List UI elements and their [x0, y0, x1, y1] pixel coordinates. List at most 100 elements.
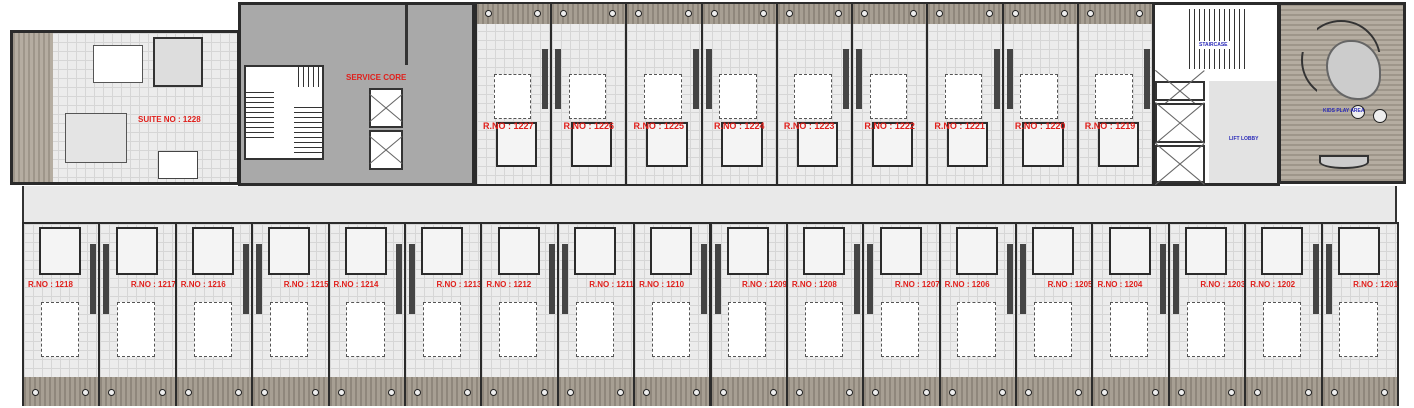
bathroom: [192, 227, 235, 275]
chair-icon: [413, 389, 421, 396]
bed: [728, 302, 767, 357]
east-lift-3: [1155, 145, 1205, 183]
guest-room: R.NO : 1214: [327, 222, 406, 406]
chair-icon: [609, 10, 617, 17]
bed: [944, 74, 983, 119]
chair-icon: [710, 10, 718, 17]
east-core: STAIRCASE LIFT LOBBY: [1152, 2, 1280, 186]
bed: [117, 302, 156, 357]
guest-room: R.NO : 1213: [403, 222, 483, 406]
room-number: R.NO : 1210: [639, 280, 685, 289]
chair-icon: [922, 389, 930, 396]
bathroom: [646, 122, 688, 167]
wardrobe: [843, 49, 850, 109]
bathroom: [796, 122, 839, 167]
bed: [1110, 302, 1149, 357]
guest-room: R.NO : 1222: [851, 2, 929, 186]
wardrobe: [395, 244, 402, 314]
bathroom: [803, 227, 846, 275]
wardrobe: [1172, 244, 1179, 314]
bed: [1033, 302, 1073, 357]
chair-icon: [769, 389, 777, 396]
room-number: R.NO : 1215: [283, 280, 329, 289]
bathroom: [1022, 122, 1064, 167]
chair-icon: [684, 10, 692, 17]
lift-lobby: LIFT LOBBY: [1209, 81, 1277, 183]
chair-icon: [560, 10, 568, 17]
chair-icon: [158, 389, 166, 396]
balcony: [1003, 4, 1077, 24]
guest-room: R.NO : 1211: [556, 222, 636, 406]
bathroom: [650, 227, 693, 275]
bathroom: [571, 122, 613, 167]
chair-icon: [985, 10, 993, 17]
bathroom: [1337, 227, 1380, 275]
chair-icon: [1330, 389, 1338, 396]
chair-icon: [861, 10, 869, 17]
chair-icon: [635, 10, 643, 17]
chair-icon: [910, 10, 918, 17]
bathroom: [1108, 227, 1151, 275]
wardrobe: [867, 244, 874, 314]
chair-icon: [719, 389, 727, 396]
wardrobe: [993, 49, 1000, 109]
balcony: [627, 4, 701, 24]
bed: [422, 302, 461, 357]
room-number: R.NO : 1205: [1047, 280, 1093, 289]
guest-room: R.NO : 1224: [700, 2, 778, 186]
wardrobe: [1006, 49, 1013, 109]
wardrobe: [408, 244, 415, 314]
service-stair: [244, 65, 324, 160]
guest-room: R.NO : 1202: [1244, 222, 1323, 406]
chair-icon: [184, 389, 192, 396]
wardrobe: [561, 244, 568, 314]
wardrobe: [542, 49, 549, 109]
chair-icon: [485, 10, 492, 17]
room-number: R.NO : 1224: [713, 121, 765, 131]
bed: [1186, 302, 1225, 357]
balcony: [477, 4, 551, 24]
guest-room: R.NO : 1207: [862, 222, 941, 406]
bed: [1339, 302, 1378, 357]
chair-icon: [846, 389, 854, 396]
guest-room: R.NO : 1204: [1091, 222, 1170, 406]
chair-icon: [337, 389, 345, 396]
chair-icon: [1075, 389, 1083, 396]
chair-icon: [617, 389, 625, 396]
chair-icon: [235, 389, 243, 396]
kids-play-area: KIDS PLAY AREA: [1278, 2, 1406, 184]
wardrobe: [701, 244, 708, 314]
bathroom: [1185, 227, 1228, 275]
wardrobe: [243, 244, 250, 314]
bathroom: [947, 122, 989, 167]
wardrobe: [555, 49, 562, 109]
chair-icon: [490, 389, 498, 396]
service-core: SERVICE CORE: [238, 2, 475, 186]
room-number: R.NO : 1207: [894, 280, 940, 289]
bed: [881, 302, 920, 357]
suite-label: SUITE NO : 1228: [138, 115, 201, 124]
chair-icon: [108, 389, 116, 396]
room-number: R.NO : 1219: [1084, 121, 1136, 131]
wardrobe: [1325, 244, 1332, 314]
room-number: R.NO : 1201: [1353, 280, 1399, 289]
chair-icon: [1151, 389, 1159, 396]
balcony: [702, 4, 776, 24]
bed: [804, 302, 843, 357]
corridor: [22, 186, 1397, 222]
wardrobe: [90, 244, 97, 314]
room-number: R.NO : 1227: [483, 121, 534, 131]
guest-room: R.NO : 1212: [480, 222, 559, 406]
room-number: R.NO : 1226: [563, 121, 615, 131]
guest-room: R.NO : 1210: [633, 222, 712, 406]
staircase-label: STAIRCASE: [1195, 41, 1232, 49]
guest-room: R.NO : 1219: [1076, 2, 1154, 186]
wardrobe: [256, 244, 263, 314]
bathroom: [115, 227, 158, 275]
chair-icon: [261, 389, 269, 396]
balcony: [853, 4, 927, 24]
bed: [643, 74, 682, 119]
bed: [651, 302, 691, 357]
bathroom: [344, 227, 387, 275]
